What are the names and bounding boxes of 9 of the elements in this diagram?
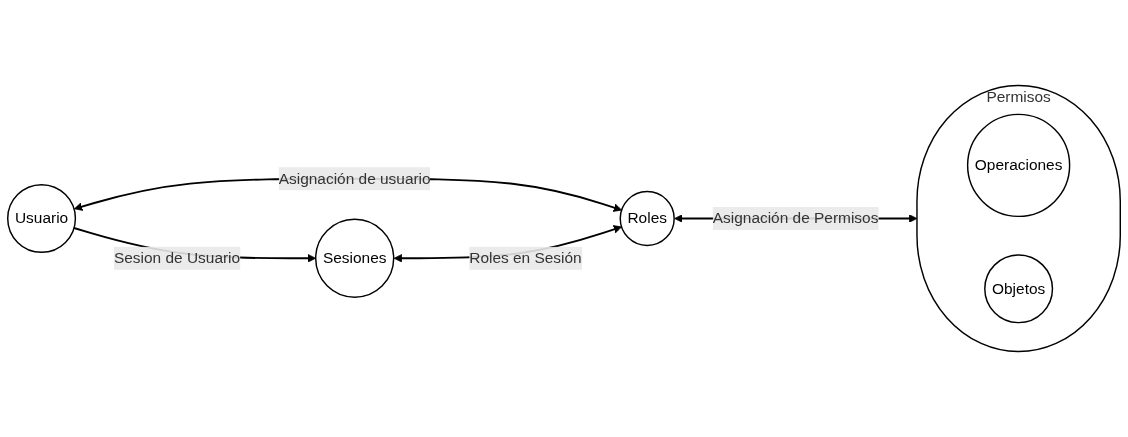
node-circle: Operaciones [966, 113, 1071, 218]
node-circle: Objetos [984, 254, 1054, 324]
edge-label: Roles en Sesión [469, 249, 582, 266]
edge-label: Sesion de Usuario [113, 249, 241, 266]
node-circle: Roles [619, 190, 675, 247]
node-circle: Sesiones [314, 218, 395, 298]
edge-label: Asignación de usuario [278, 170, 431, 187]
edge-label: Asignación de Permisos [712, 209, 879, 227]
node-circle: Usuario [7, 183, 77, 254]
